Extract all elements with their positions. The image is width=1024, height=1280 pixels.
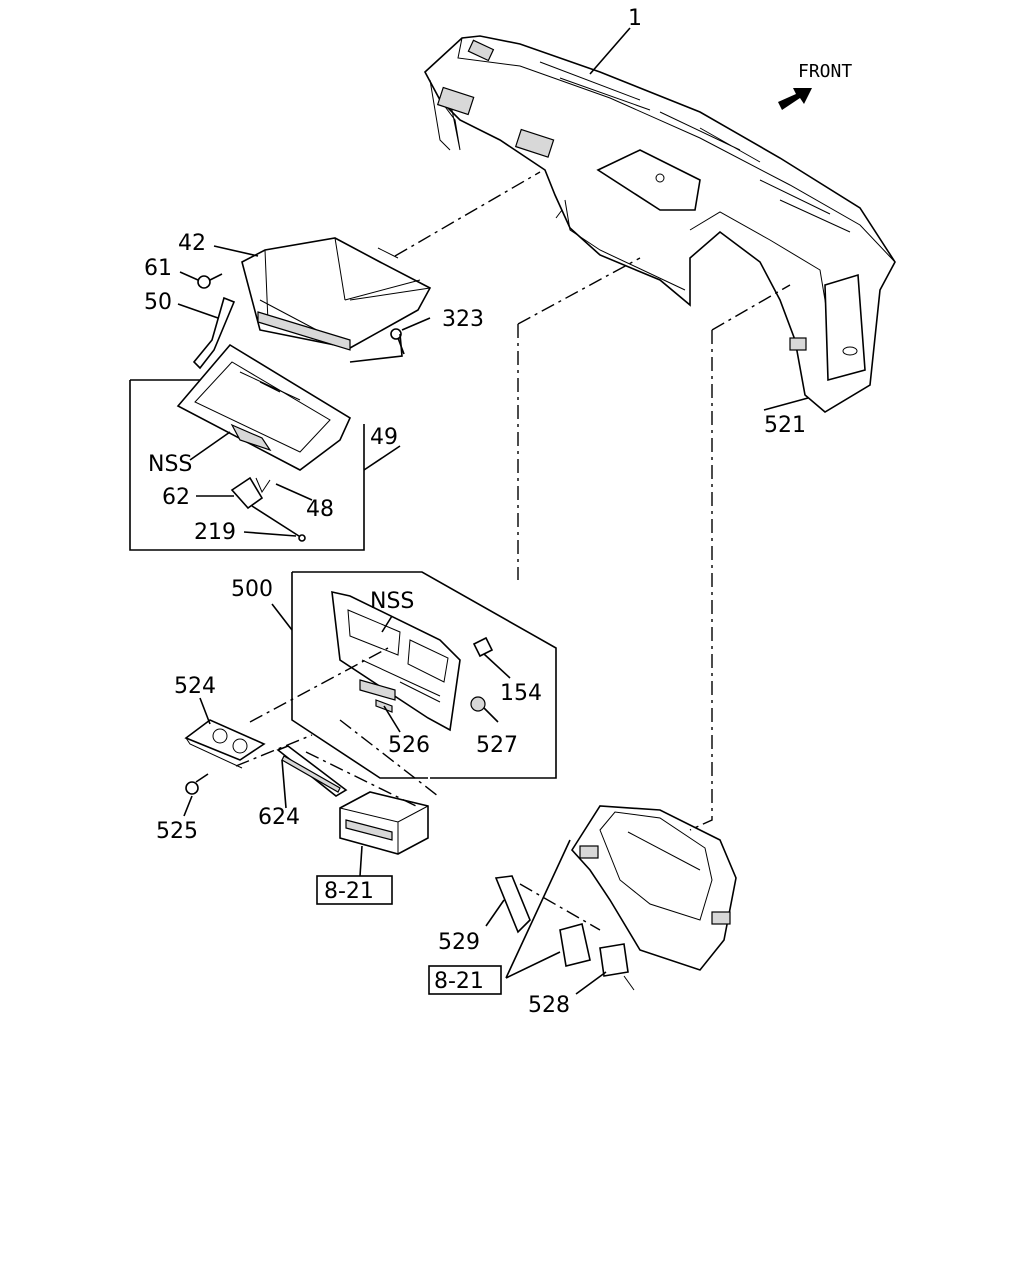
cluster-bezel: [570, 805, 737, 971]
callout-527: 527: [476, 733, 518, 758]
strip-50: [192, 296, 236, 370]
panel-624: [276, 745, 348, 797]
callout-525: 525: [156, 819, 198, 844]
leader-lines: [177, 27, 809, 995]
callout-nss-glove: NSS: [148, 452, 192, 477]
callout-42: 42: [178, 231, 206, 256]
callout-nss-bezel: NSS: [370, 589, 414, 614]
guide-line: [235, 734, 313, 767]
reference-box-a: [316, 875, 393, 905]
assembly-box-49: [129, 343, 365, 551]
callout-528: 528: [528, 993, 570, 1018]
callout-526: 526: [388, 733, 430, 758]
guide-line: [394, 171, 541, 257]
callout-154: 154: [500, 681, 542, 706]
callout-219: 219: [194, 520, 236, 545]
front-label: FRONT: [798, 61, 852, 82]
guide-line: [519, 883, 601, 931]
callout-1: 1: [628, 6, 642, 31]
callout-50: 50: [144, 290, 172, 315]
callout-500: 500: [231, 577, 273, 602]
reference-box-b: [428, 965, 502, 995]
switch-528: [559, 923, 635, 991]
audio-unit: [339, 791, 429, 855]
callout-62: 62: [162, 485, 190, 510]
reference-label-b: 8-21: [434, 969, 484, 994]
guide-line: [305, 751, 421, 809]
callout-524: 524: [174, 674, 216, 699]
callout-624: 624: [258, 805, 300, 830]
screw-61: [197, 273, 223, 289]
glove-box-housing: [241, 237, 432, 351]
callout-48: 48: [306, 497, 334, 522]
callout-521: 521: [764, 413, 806, 438]
callout-61: 61: [144, 256, 172, 281]
guide-line: [517, 257, 641, 580]
dashboard-panel: [424, 35, 896, 413]
reference-label-a: 8-21: [324, 879, 374, 904]
bracket-524: [184, 719, 266, 769]
guide-line: [689, 284, 791, 831]
callout-529: 529: [438, 930, 480, 955]
screw-525: [185, 773, 209, 795]
front-direction-arrow: [778, 88, 812, 110]
callout-49: 49: [370, 425, 398, 450]
assembly-box-500: [291, 571, 557, 779]
guide-line: [339, 719, 439, 797]
callout-323: 323: [442, 307, 484, 332]
panel-529: [494, 875, 531, 934]
